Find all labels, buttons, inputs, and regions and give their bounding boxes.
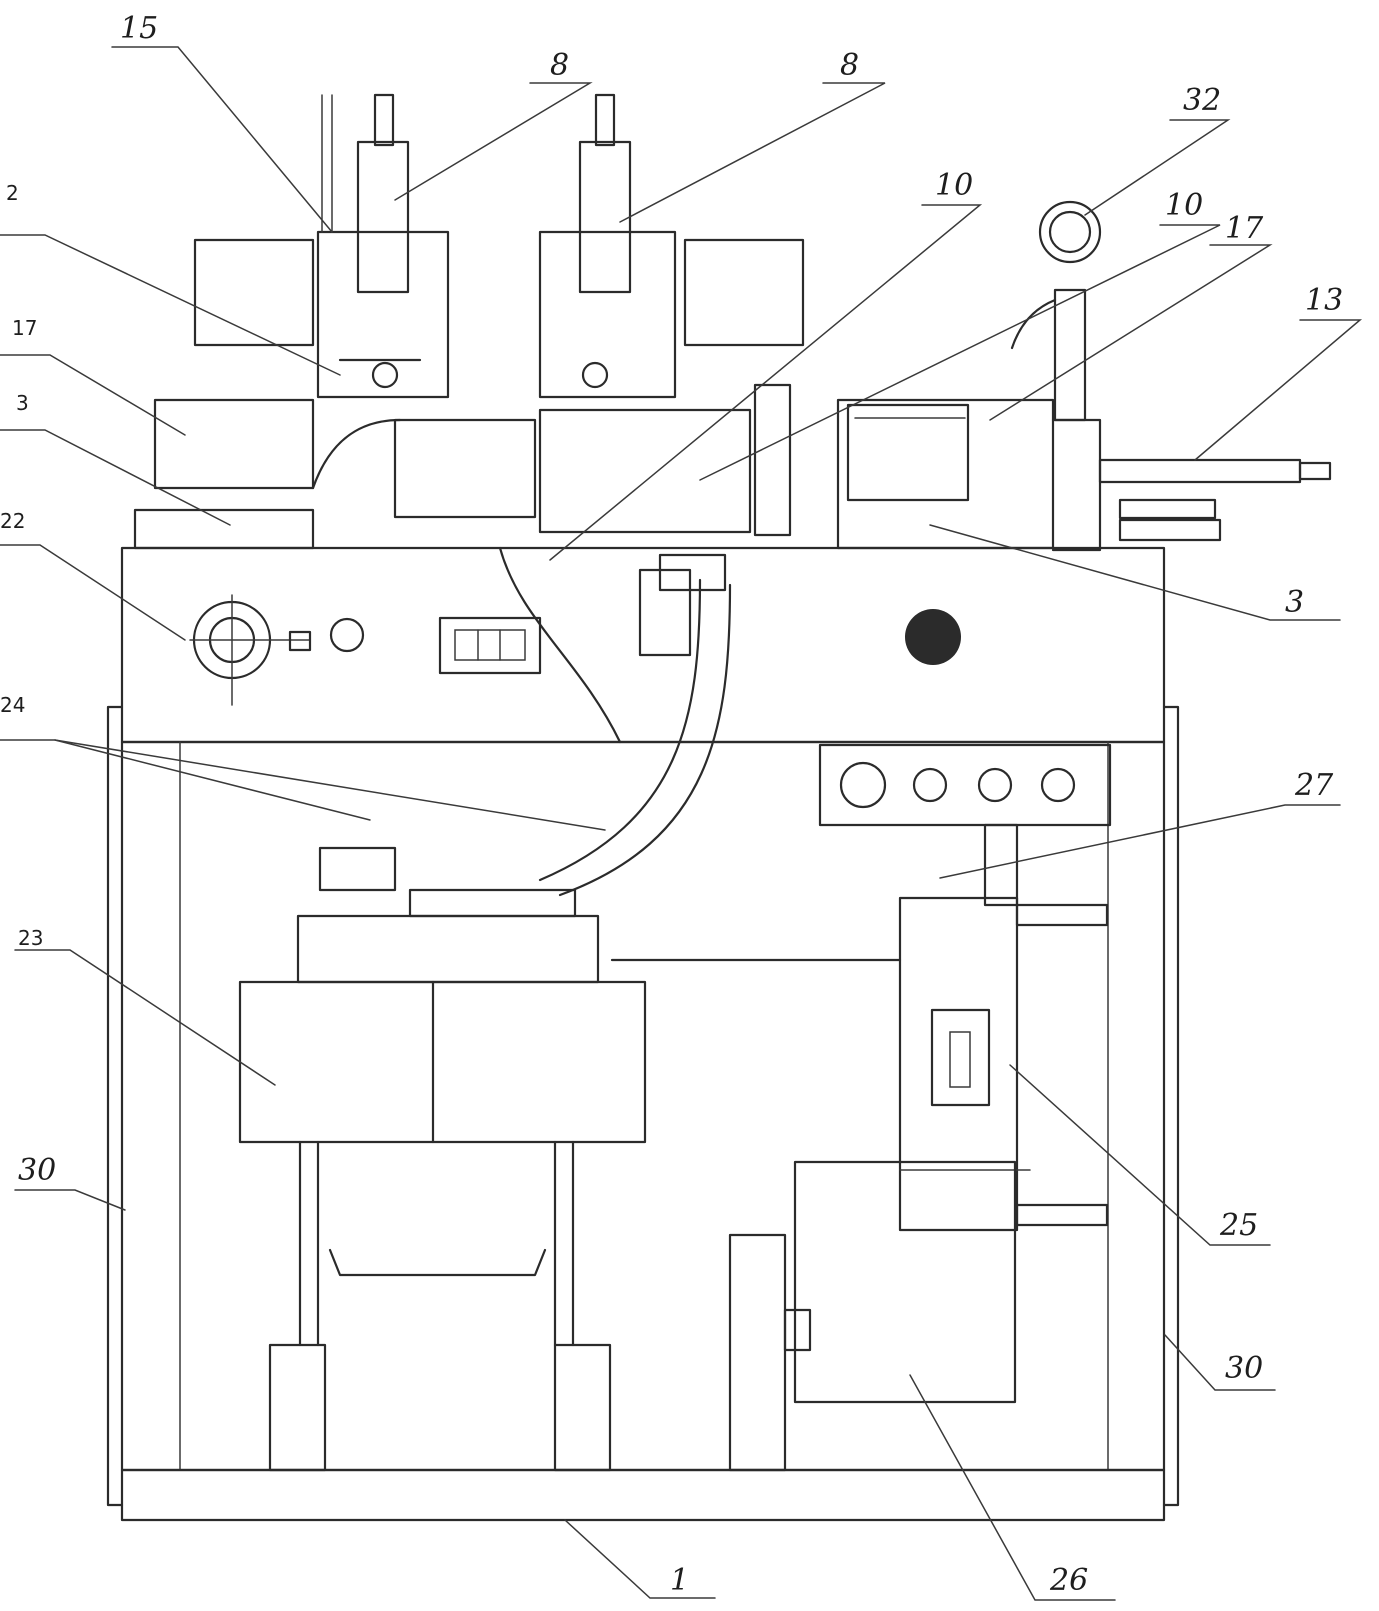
top-assembly	[133, 93, 1332, 552]
callout-10-center: 10	[935, 168, 973, 203]
callout-3-left: 3	[16, 391, 29, 415]
callout-26: 26	[1049, 1563, 1088, 1598]
callout-30-left: 30	[18, 1153, 56, 1188]
callout-17-right: 17	[1225, 211, 1264, 246]
indicator-lamp-icon	[329, 617, 365, 653]
callout-3-right: 3	[1285, 585, 1304, 620]
callout-labels: 15 8 8 32 10 10 17 13 2 17 3 22 3 24 27 …	[0, 11, 1343, 1598]
leader-lines	[0, 46, 1363, 1601]
gauge-icon	[1038, 200, 1102, 264]
control-panel	[189, 546, 961, 744]
callout-27: 27	[1294, 768, 1334, 803]
callout-2: 2	[6, 181, 19, 205]
callout-8-right: 8	[840, 48, 859, 83]
callout-8-left: 8	[550, 48, 569, 83]
callout-23: 23	[18, 926, 43, 950]
hand-wheel-icon	[905, 609, 961, 665]
callout-10-right: 10	[1165, 188, 1203, 223]
callout-22: 22	[0, 509, 25, 533]
callout-13: 13	[1305, 283, 1343, 318]
callout-24: 24	[0, 693, 25, 717]
callout-32: 32	[1183, 83, 1221, 118]
callout-1: 1	[670, 1563, 689, 1598]
callout-25: 25	[1219, 1208, 1258, 1243]
base-plate	[120, 1468, 1166, 1522]
callout-17-left: 17	[12, 316, 37, 340]
callout-15: 15	[120, 11, 158, 46]
callout-30-right: 30	[1225, 1351, 1263, 1386]
display-window	[438, 616, 542, 675]
inner-components	[238, 553, 1112, 1472]
